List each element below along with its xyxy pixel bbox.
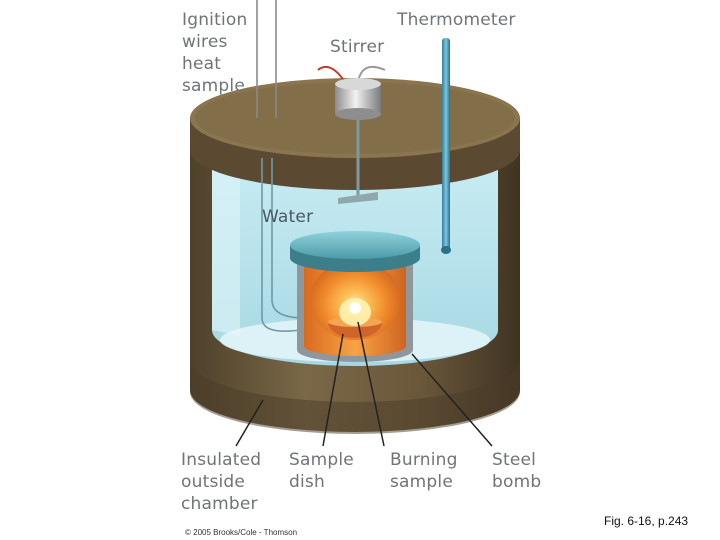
steel-bomb: [290, 231, 420, 362]
water-label: Water: [262, 206, 313, 228]
sample-dish-label: Sample dish: [289, 449, 354, 493]
ignition-wires-label: Ignition wires heat sample: [182, 9, 247, 97]
copyright-text: © 2005 Brooks/Cole - Thomson: [185, 528, 297, 537]
stirrer-label: Stirrer: [330, 36, 384, 58]
figure-reference: Fig. 6-16, p.243: [604, 514, 688, 528]
burning-sample-label: Burning sample: [390, 449, 458, 493]
insulated-chamber-label: Insulated outside chamber: [181, 449, 261, 515]
thermometer: [441, 38, 451, 254]
burning-sample: [339, 298, 371, 326]
thermometer-label: Thermometer: [397, 9, 516, 31]
steel-bomb-label: Steel bomb: [492, 449, 541, 493]
